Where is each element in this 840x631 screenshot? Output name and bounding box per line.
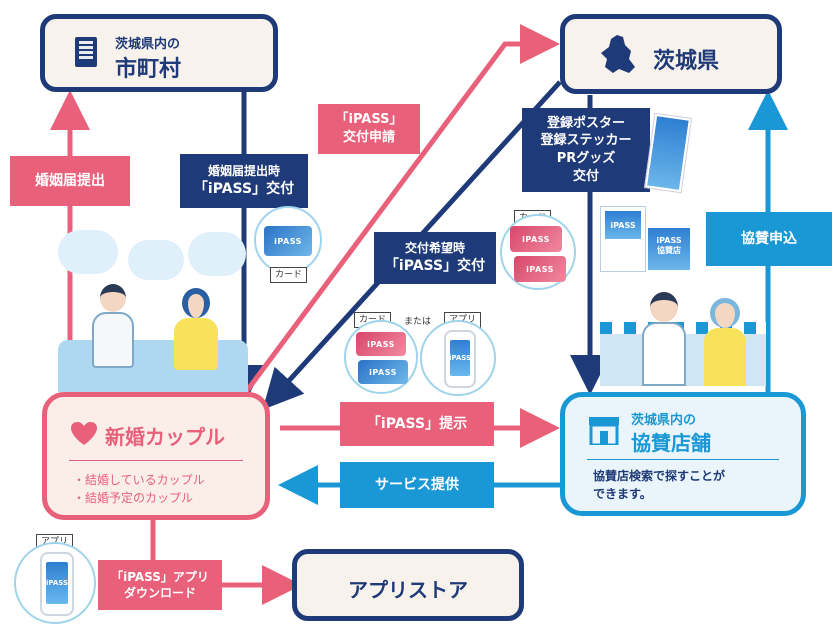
ibaraki-map-icon <box>601 35 635 73</box>
prefecture-node: 茨城県 <box>560 14 782 94</box>
tag-sponsor-apply: 協賛申込 <box>706 212 832 266</box>
thought-bubble-right <box>188 232 246 276</box>
building-icon <box>75 37 97 67</box>
municipality-title-line2: 市町村 <box>115 57 182 82</box>
couple-illustration <box>58 220 248 392</box>
app-circle-download: iPASS <box>14 542 96 624</box>
ipass-card: iPASS <box>358 360 408 384</box>
couple-item-married: ・結婚しているカップル <box>73 473 205 487</box>
shop-divider <box>587 459 779 460</box>
card-circle-prefecture: iPASS iPASS <box>500 214 576 290</box>
municipality-node: 茨城県内の 市町村 <box>40 14 278 92</box>
shop-desc-line1: 協賛店検索で探すことが <box>593 469 726 483</box>
couple-divider <box>69 460 243 461</box>
ipass-card: iPASS <box>356 332 406 356</box>
heart-icon <box>71 422 97 445</box>
tag-materials: 登録ポスター 登録ステッカー PRグッズ 交付 <box>522 108 650 192</box>
appstore-title: アプリストア <box>348 578 468 602</box>
appstore-node: アプリストア <box>292 549 524 621</box>
couple-title: 新婚カップル <box>105 425 225 449</box>
shop-icon <box>589 417 619 445</box>
staff-woman <box>700 298 750 386</box>
arrow-couple-to-prefecture <box>237 24 560 402</box>
pr-materials-illustration: iPASS iPASS 協賛店 <box>600 113 696 276</box>
sticker-square: iPASS 協賛店 <box>648 228 690 270</box>
shop-desc-line2: できます。 <box>593 487 652 501</box>
couple-item-engaged: ・結婚予定のカップル <box>73 491 194 505</box>
mini-label-card-1: カード <box>270 267 308 283</box>
phone-icon: iPASS <box>40 552 74 616</box>
tag-marriage-submit: 婚姻届提出 <box>10 156 130 206</box>
ipass-card: iPASS <box>264 226 312 256</box>
card-circle-present: iPASS iPASS <box>344 320 418 394</box>
tag-ipass-present: 「iPASS」提示 <box>340 402 494 446</box>
sticker-sheet: iPASS <box>600 206 646 272</box>
card-circle-municipality: iPASS <box>254 206 322 274</box>
tag-on-submit-issue: 婚姻届提出時「iPASS」交付 <box>180 154 308 208</box>
couple-node: 新婚カップル ・結婚しているカップル ・結婚予定のカップル <box>42 392 270 520</box>
tag-service-provide: サービス提供 <box>340 462 494 508</box>
thought-bubble-mid <box>128 240 184 280</box>
municipality-title-line1: 茨城県内の <box>115 37 181 52</box>
shop-staff-illustration <box>600 288 766 386</box>
man-figure <box>88 284 138 370</box>
staff-man <box>640 292 688 386</box>
app-circle-present: iPASS <box>420 320 496 396</box>
tag-app-download: 「iPASS」アプリダウンロード <box>98 560 222 610</box>
ipass-card: iPASS <box>514 256 566 282</box>
phone-icon: iPASS <box>444 330 476 388</box>
prefecture-title: 茨城県 <box>653 49 720 74</box>
mini-label-or: または <box>404 317 432 327</box>
shop-title-line1: 茨城県内の <box>631 413 697 428</box>
ipass-card: iPASS <box>510 226 562 252</box>
thought-bubble-left <box>58 230 118 274</box>
shop-node: 茨城県内の 協賛店舗 協賛店検索で探すことが できます。 <box>560 392 806 516</box>
shop-title-line2: 協賛店舗 <box>631 431 711 455</box>
tag-ipass-request: 「iPASS」交付申請 <box>318 104 420 154</box>
tag-on-request-issue: 交付希望時「iPASS」交付 <box>374 232 496 284</box>
woman-figure <box>170 288 222 372</box>
poster <box>645 113 691 193</box>
